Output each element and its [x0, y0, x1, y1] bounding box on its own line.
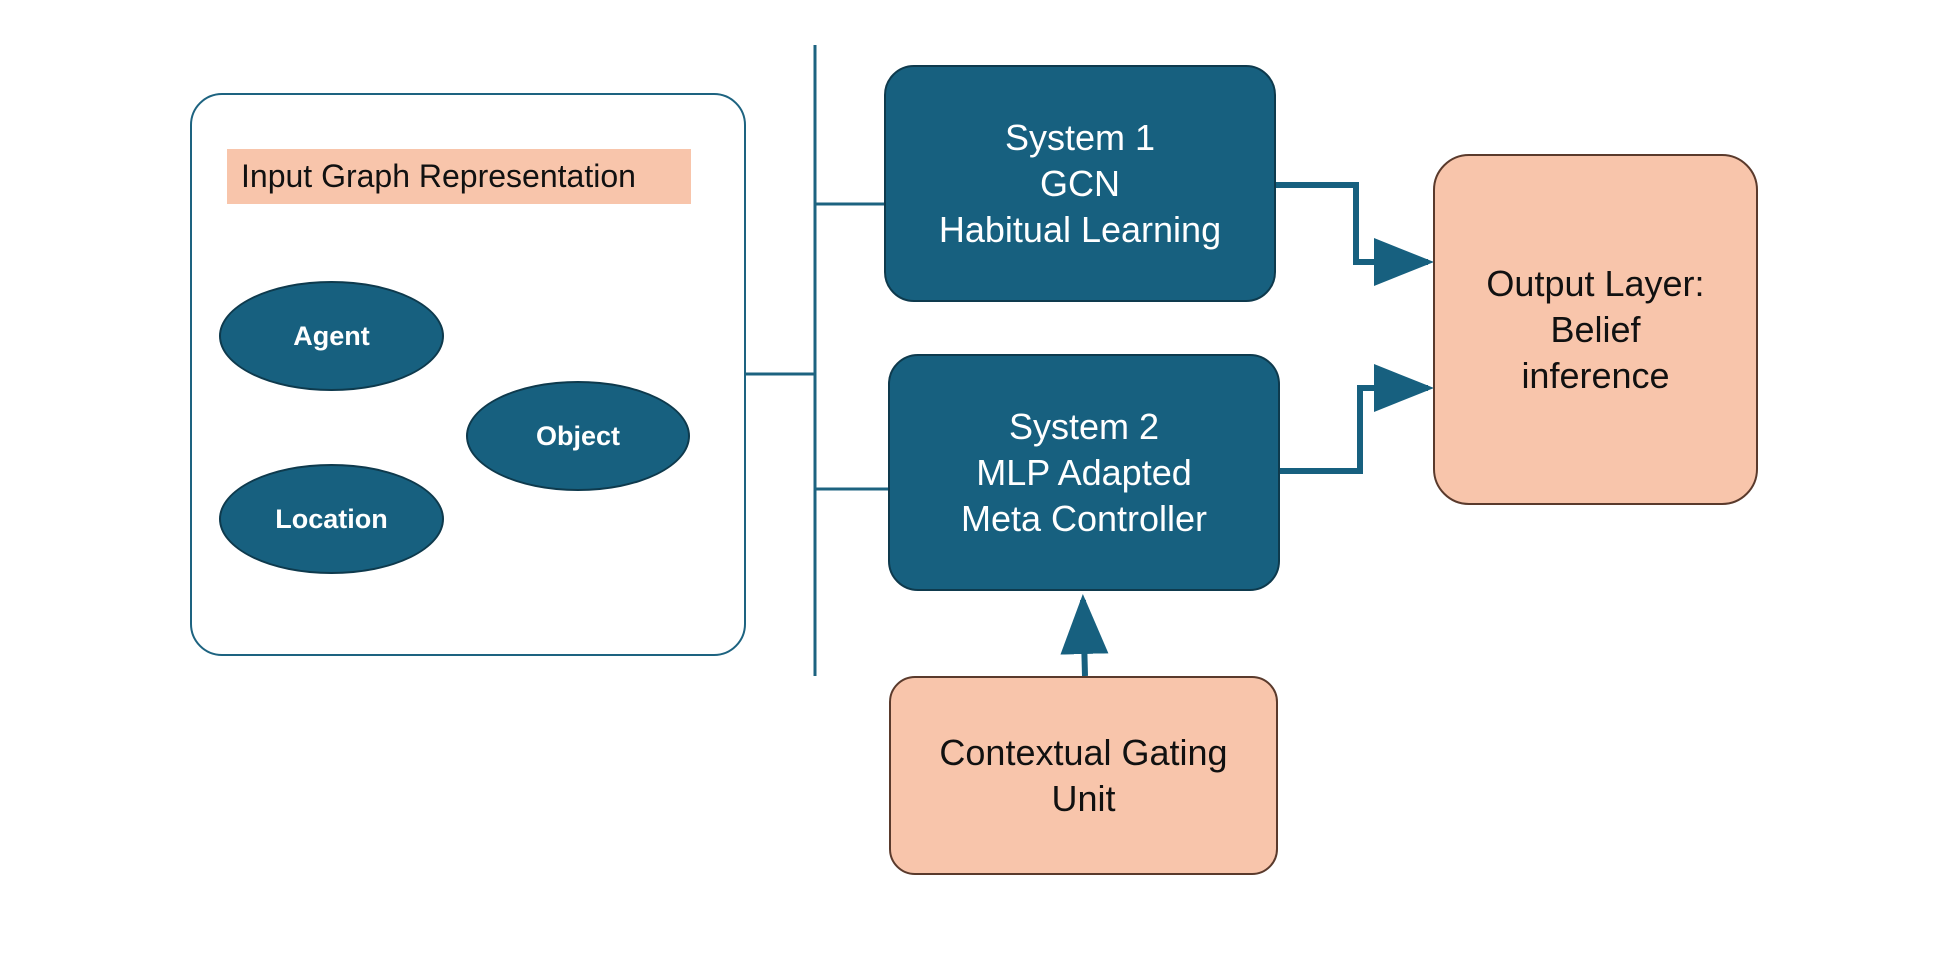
system1-line-3: Habitual Learning	[938, 208, 1222, 250]
system1-line-2: GCN	[1040, 162, 1120, 204]
output-line-3: inference	[1521, 354, 1670, 396]
arrow-system2-to-output	[1280, 364, 1434, 474]
node-object: Object	[466, 381, 690, 491]
system2-line-3: Meta Controller	[960, 497, 1208, 539]
arrow-gating-to-system2	[1060, 594, 1109, 677]
system2-box: System 2 MLP Adapted Meta Controller	[888, 354, 1280, 591]
node-agent-label: Agent	[293, 320, 370, 351]
gating-line-1: Contextual Gating	[939, 731, 1228, 773]
system2-line-2: MLP Adapted	[976, 451, 1192, 493]
node-object-label: Object	[535, 420, 621, 451]
system1-box: System 1 GCN Habitual Learning	[884, 65, 1276, 302]
output-line-2: Belief	[1550, 308, 1641, 350]
system2-line-1: System 2	[1008, 405, 1160, 447]
arrow-system1-to-output	[1276, 182, 1434, 286]
system1-line-1: System 1	[1004, 116, 1156, 158]
contextual-gating-box: Contextual Gating Unit	[889, 676, 1278, 875]
gating-line-2: Unit	[1051, 777, 1116, 819]
node-agent: Agent	[219, 281, 444, 391]
output-line-1: Output Layer:	[1486, 262, 1705, 304]
input-panel-title: Input Graph Representation	[227, 149, 691, 204]
output-layer-box: Output Layer: Belief inference	[1433, 154, 1758, 505]
node-location-label: Location	[275, 503, 388, 534]
node-location: Location	[219, 464, 444, 574]
